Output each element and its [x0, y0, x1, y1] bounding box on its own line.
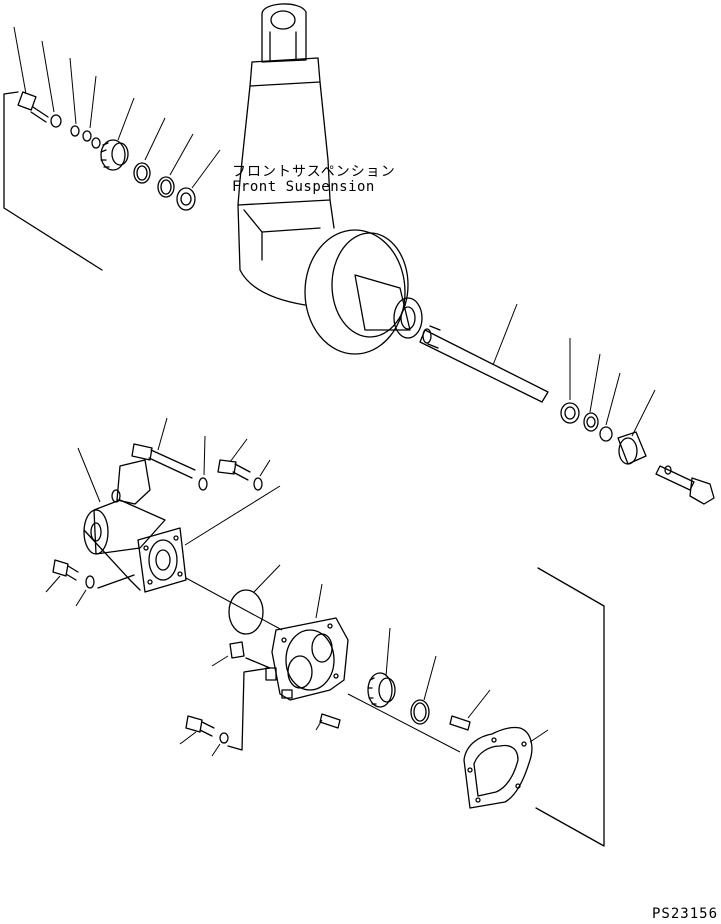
front-suspension-label-jp: フロントサスペンション [232, 164, 396, 180]
motor-assembly [45, 417, 281, 607]
front-suspension-label-en: Front Suspension [232, 179, 375, 195]
gear-and-ring [347, 627, 491, 753]
plug-and-bolt [179, 641, 271, 757]
upper-left-parts-group [3, 26, 221, 271]
right-bracket-line [535, 567, 605, 847]
gasket [463, 726, 549, 809]
o-ring [185, 564, 283, 635]
front-suspension-housing [237, 3, 423, 355]
drawing-code: PS23156 [652, 906, 719, 922]
mounting-plate [265, 583, 349, 731]
drive-shaft-group [419, 303, 715, 505]
